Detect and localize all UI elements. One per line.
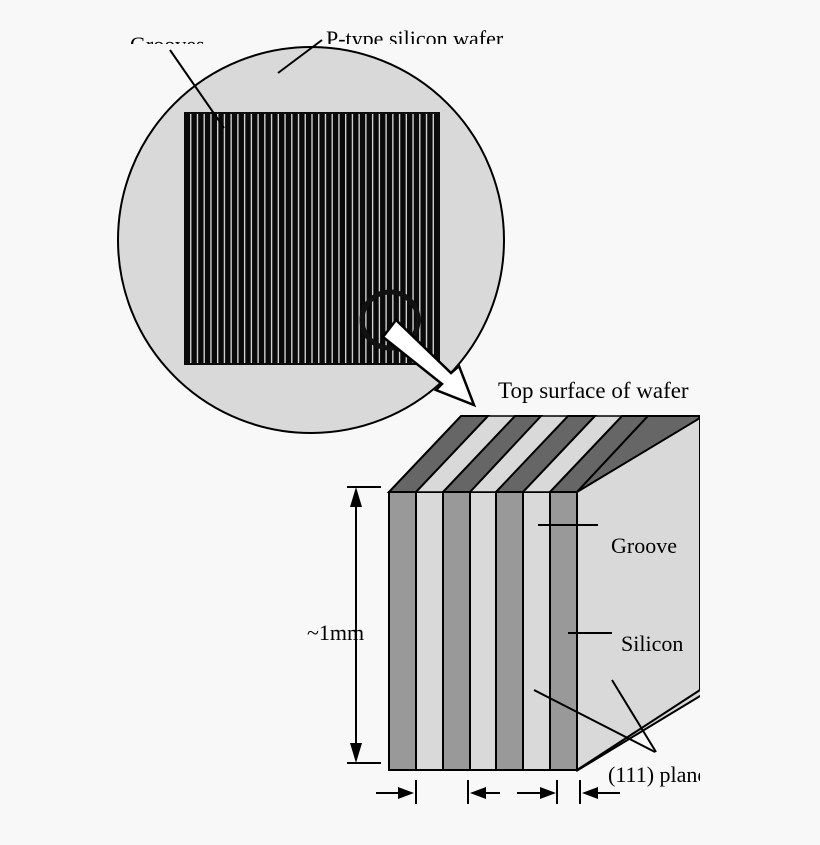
silicon-fins [386, 415, 700, 772]
planes-label: (111) planes [608, 762, 716, 787]
plane-leader-1 [533, 689, 656, 753]
top-surface-label: Top surface of wafer [498, 378, 689, 403]
width-dimensions [376, 780, 620, 804]
zoom-circle [359, 289, 421, 351]
wafer-view [117, 39, 505, 434]
fin-face [442, 491, 471, 771]
fin-face [495, 491, 524, 771]
thickness-label: ~1mm [307, 620, 364, 645]
fin-face [549, 491, 578, 771]
wafer-label: P-type silicon wafer [326, 26, 504, 51]
cross-section [386, 415, 700, 772]
groove-label: Groove [611, 533, 677, 558]
wafer-leader [277, 39, 323, 74]
grooves-leader [169, 49, 225, 129]
zoom-arrow [381, 318, 477, 408]
plane-leader-2 [611, 679, 657, 753]
thickness-dimension [347, 486, 381, 764]
right-slab [576, 416, 700, 772]
silicon-label: Silicon [621, 631, 683, 656]
fin-face [388, 491, 417, 771]
grooves-label: Grooves [130, 32, 205, 57]
groove-stripes [190, 114, 434, 363]
